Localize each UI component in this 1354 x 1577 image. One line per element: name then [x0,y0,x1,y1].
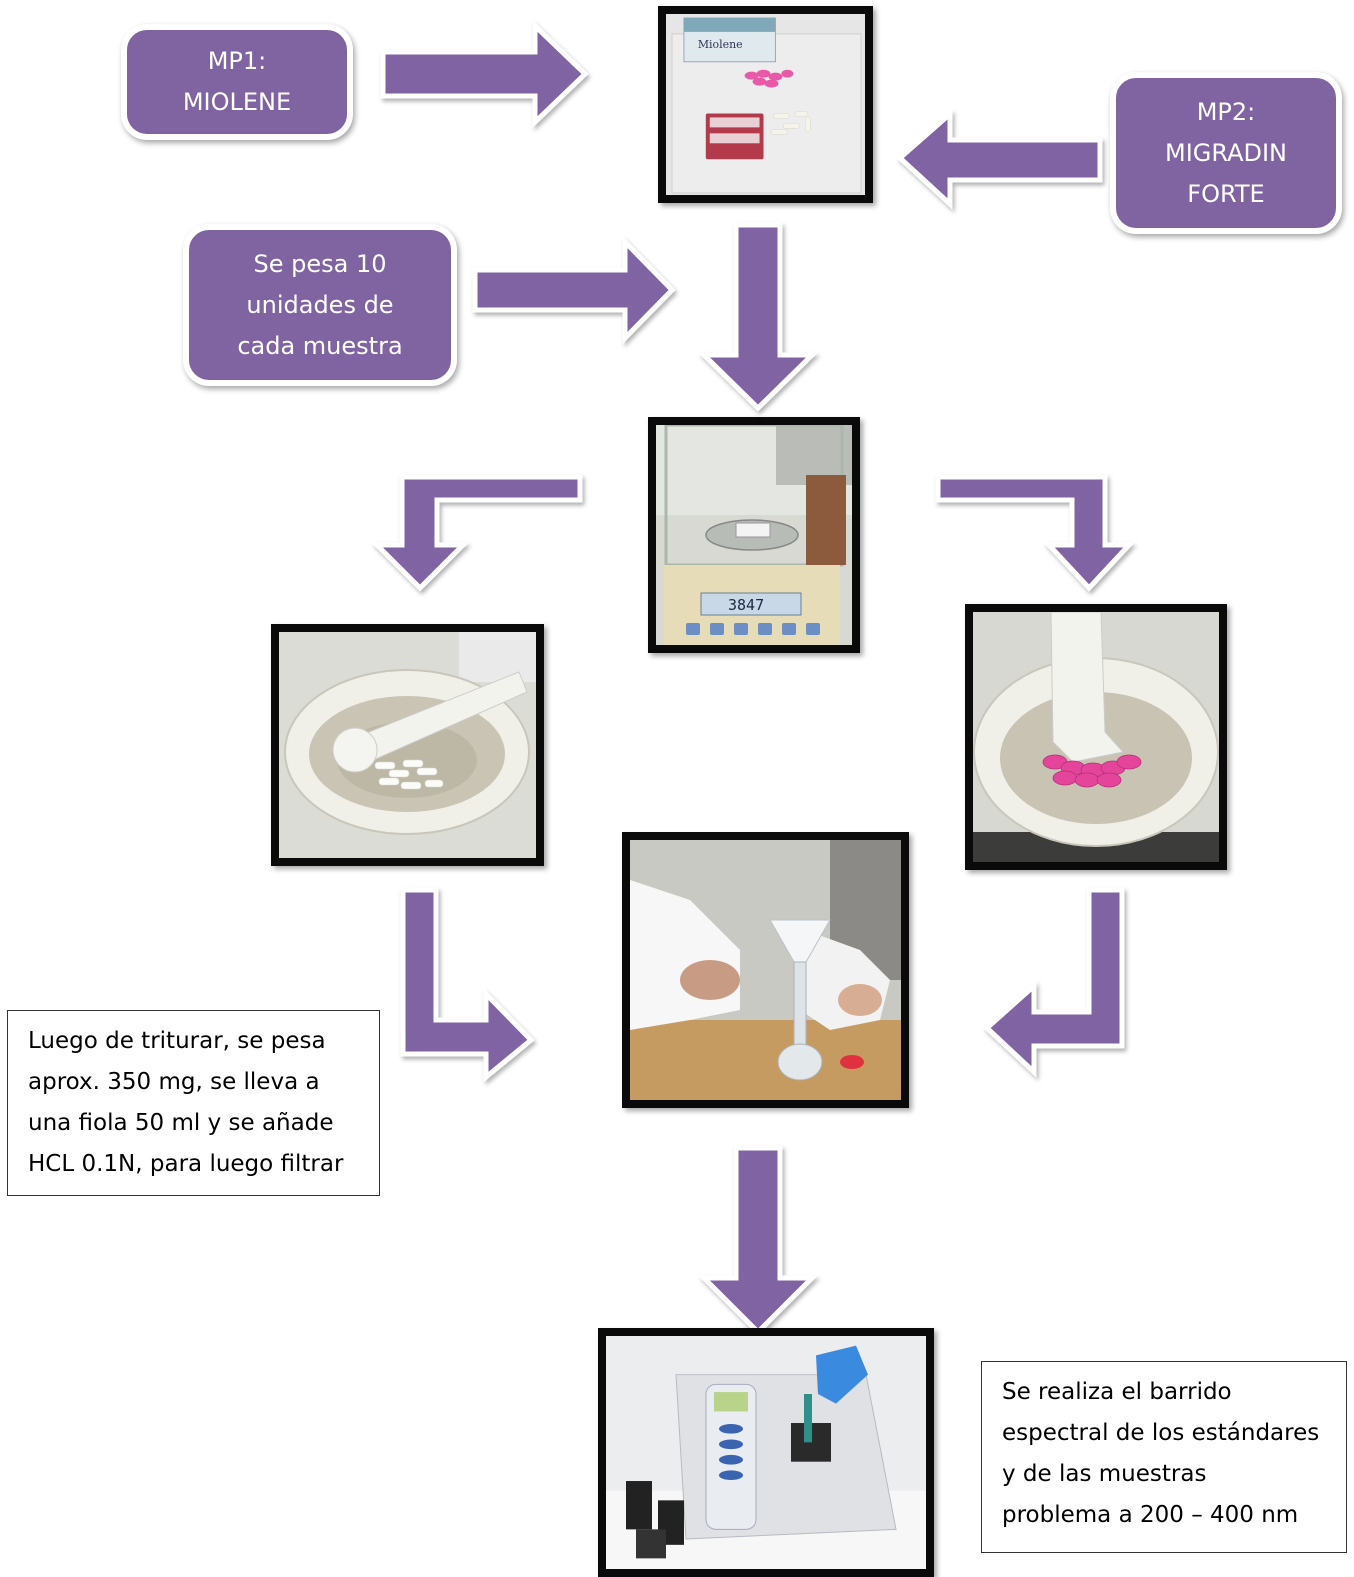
arrow-left-mortar-to-funnel [400,887,535,1083]
photo-spectrophotometer [598,1328,934,1577]
photo-mortar-tablets [965,604,1227,870]
mp1-label: MP1: MIOLENE [182,47,292,116]
photo-samples-on-scale: Miolene [658,6,873,203]
photo-funnel-flask [622,832,909,1108]
arrow-scale-to-balance [697,222,819,412]
arrow-mp2-to-scale [896,108,1103,210]
mp2-label: MP2: MIGRADIN FORTE [1164,97,1287,208]
arrow-funnel-to-spectro [697,1145,819,1336]
box-label: Miolene [698,38,743,51]
weigh-box: Se pesa 10 unidades de cada muestra [183,224,457,386]
scan-note: Se realiza el barrido espectral de los e… [981,1361,1347,1553]
arrow-balance-to-right-mortar [935,474,1135,592]
photo-analytical-balance: 3847 [648,417,860,653]
mp2-box: MP2: MIGRADIN FORTE [1110,72,1342,234]
mp1-box: MP1: MIOLENE [121,24,353,140]
arrow-right-mortar-to-funnel [983,887,1125,1078]
triturate-note: Luego de triturar, se pesa aprox. 350 mg… [7,1010,380,1196]
arrow-balance-to-left-mortar [370,474,583,592]
weigh-label: Se pesa 10 unidades de cada muestra [237,249,403,360]
balance-readout: 3847 [728,596,764,614]
photo-mortar-capsules [271,624,544,866]
arrow-mp1-to-scale [380,20,589,128]
arrow-weigh-to-flow [472,235,676,345]
